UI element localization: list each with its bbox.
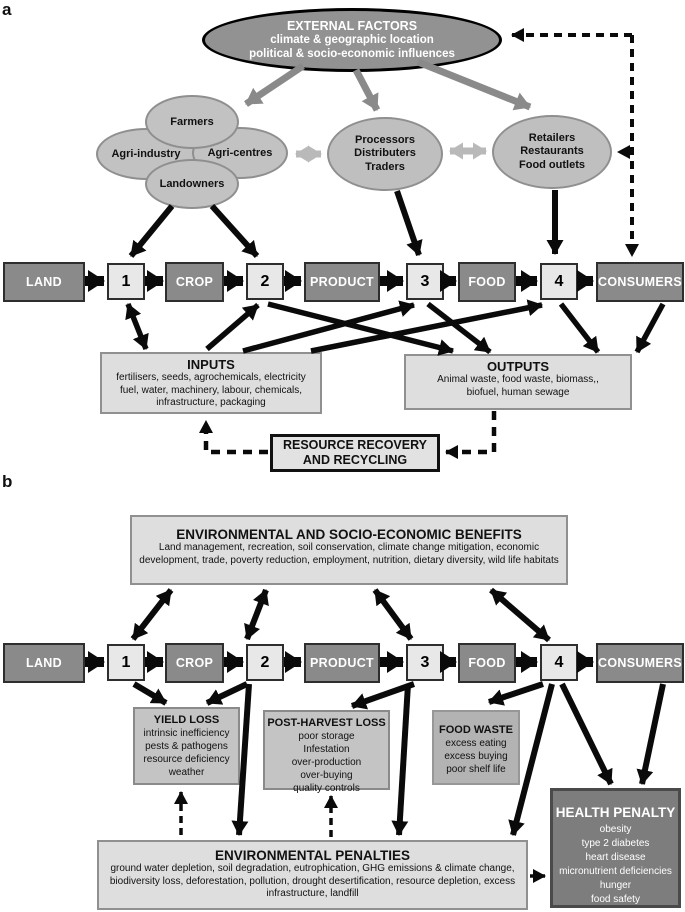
benefits-title: ENVIRONMENTAL AND SOCIO-ECONOMIC BENEFIT… bbox=[176, 527, 522, 542]
health-penalty-box: HEALTH PENALTY obesity type 2 diabetes h… bbox=[550, 788, 681, 908]
retailers-line3: Food outlets bbox=[519, 158, 585, 171]
stage-product-a: PRODUCT bbox=[304, 262, 380, 302]
post-harvest-title: POST-HARVEST LOSS bbox=[267, 717, 386, 729]
food-waste-box: FOOD WASTE excess eating excess buying p… bbox=[432, 710, 520, 785]
environmental-penalties-line3: infrastructure, landfill bbox=[266, 888, 359, 899]
stage-crop-b: CROP bbox=[165, 643, 224, 683]
health-penalty-line5: hunger bbox=[599, 880, 632, 891]
stage-product-b: PRODUCT bbox=[304, 643, 380, 683]
health-penalty-line6: food safety bbox=[591, 894, 640, 905]
stage-land-a: LAND bbox=[3, 262, 85, 302]
outputs-line2: biofuel, human sewage bbox=[466, 386, 570, 398]
yield-loss-line1: intrinsic inefficiency bbox=[143, 728, 230, 739]
step-3-a: 3 bbox=[406, 263, 444, 300]
stage-food-a: FOOD bbox=[458, 262, 516, 302]
farmers-label: Farmers bbox=[170, 116, 214, 128]
stage-consumers-b: CONSUMERS bbox=[596, 643, 684, 683]
agri-centres-label: Agri-centres bbox=[207, 147, 273, 159]
processors-line1: Processors bbox=[355, 133, 415, 146]
inputs-line1: fertilisers, seeds, agrochemicals, elect… bbox=[116, 372, 306, 383]
stage-food-b: FOOD bbox=[458, 643, 516, 683]
post-harvest-loss-box: POST-HARVEST LOSS poor storage Infestati… bbox=[263, 710, 390, 794]
resource-recovery-box: RESOURCE RECOVERY AND RECYCLING bbox=[270, 434, 440, 472]
health-penalty-line1: obesity bbox=[599, 824, 632, 835]
post-harvest-line2: Infestation bbox=[303, 744, 350, 755]
step-4-b: 4 bbox=[540, 644, 578, 681]
resource-recovery-line1: RESOURCE RECOVERY bbox=[282, 438, 427, 452]
environmental-penalties-line2: biodiversity loss, deforestation, pollut… bbox=[109, 875, 516, 887]
processors-ellipse: Processors Distributers Traders bbox=[327, 117, 443, 191]
step-3-b: 3 bbox=[406, 644, 444, 681]
food-waste-line2: excess buying bbox=[444, 751, 508, 762]
environmental-penalties-title: ENVIRONMENTAL PENALTIES bbox=[214, 848, 410, 863]
yield-loss-title: YIELD LOSS bbox=[153, 714, 220, 726]
benefits-box: ENVIRONMENTAL AND SOCIO-ECONOMIC BENEFIT… bbox=[130, 515, 568, 585]
food-waste-line1: excess eating bbox=[445, 738, 507, 749]
post-harvest-line4: over-buying bbox=[300, 770, 353, 781]
farmers-ellipse: Farmers bbox=[145, 95, 239, 149]
processors-line3: Traders bbox=[365, 160, 405, 173]
panel-b-label: b bbox=[2, 472, 13, 491]
stage-consumers-a: CONSUMERS bbox=[596, 262, 684, 302]
post-harvest-line3: over-production bbox=[291, 757, 362, 768]
yield-loss-line4: weather bbox=[168, 767, 205, 778]
step-2-a: 2 bbox=[246, 263, 284, 300]
landowners-label: Landowners bbox=[159, 178, 225, 190]
outputs-box: OUTPUTS Animal waste, food waste, biomas… bbox=[404, 354, 632, 410]
processors-line2: Distributers bbox=[354, 147, 416, 160]
benefits-line1: Land management, recreation, soil conser… bbox=[158, 542, 540, 553]
inputs-title: INPUTS bbox=[187, 357, 235, 372]
external-factors-line1: climate & geographic location bbox=[270, 34, 434, 46]
inputs-box: INPUTS fertilisers, seeds, agrochemicals… bbox=[100, 352, 322, 414]
external-factors-ellipse: EXTERNAL FACTORS climate & geographic lo… bbox=[202, 8, 502, 72]
step-2-b: 2 bbox=[246, 644, 284, 681]
inputs-line2: fuel, water, machinery, labour, chemical… bbox=[119, 384, 303, 396]
step-1-a: 1 bbox=[107, 263, 145, 300]
stage-crop-a: CROP bbox=[165, 262, 224, 302]
yield-loss-box: YIELD LOSS intrinsic inefficiency pests … bbox=[133, 707, 240, 785]
yield-loss-line2: pests & pathogens bbox=[145, 741, 228, 752]
food-waste-title: FOOD WASTE bbox=[439, 724, 513, 736]
post-harvest-line1: poor storage bbox=[298, 731, 355, 742]
health-penalty-line2: type 2 diabetes bbox=[581, 838, 650, 849]
step-1-b: 1 bbox=[107, 644, 145, 681]
outputs-title: OUTPUTS bbox=[486, 359, 550, 374]
stage-land-b: LAND bbox=[3, 643, 85, 683]
food-waste-line3: poor shelf life bbox=[446, 764, 506, 775]
benefits-arrows bbox=[130, 587, 551, 643]
panel-a-label: a bbox=[2, 0, 12, 19]
environmental-penalties-box: ENVIRONMENTAL PENALTIES ground water dep… bbox=[97, 840, 528, 910]
retailers-line2: Restaurants bbox=[520, 145, 584, 158]
outputs-line1: Animal waste, food waste, biomass,, bbox=[437, 374, 599, 385]
health-penalty-line4: micronutrient deficiencies bbox=[559, 866, 672, 877]
external-factors-title: EXTERNAL FACTORS bbox=[286, 19, 418, 33]
external-factors-line2: political & socio-economic influences bbox=[249, 48, 455, 60]
step-4-a: 4 bbox=[540, 263, 578, 300]
inputs-outputs-arrows bbox=[125, 299, 666, 356]
yield-loss-line3: resource deficiency bbox=[143, 754, 230, 765]
resource-recovery-line2: AND RECYCLING bbox=[302, 453, 408, 467]
health-penalty-title: HEALTH PENALTY bbox=[555, 805, 676, 820]
inputs-line3: infrastructure, packaging bbox=[156, 397, 266, 408]
benefits-line2: development, trade, poverty reduction, e… bbox=[139, 554, 559, 566]
retailers-ellipse: Retailers Restaurants Food outlets bbox=[492, 115, 612, 189]
environmental-penalties-line1: ground water depletion, soil degradation… bbox=[110, 863, 515, 874]
landowners-ellipse: Landowners bbox=[145, 159, 239, 209]
retailers-line1: Retailers bbox=[528, 131, 576, 144]
post-harvest-line5: quality controls bbox=[293, 783, 360, 794]
agri-industry-label: Agri-industry bbox=[111, 148, 181, 160]
health-penalty-line3: heart disease bbox=[585, 852, 646, 863]
